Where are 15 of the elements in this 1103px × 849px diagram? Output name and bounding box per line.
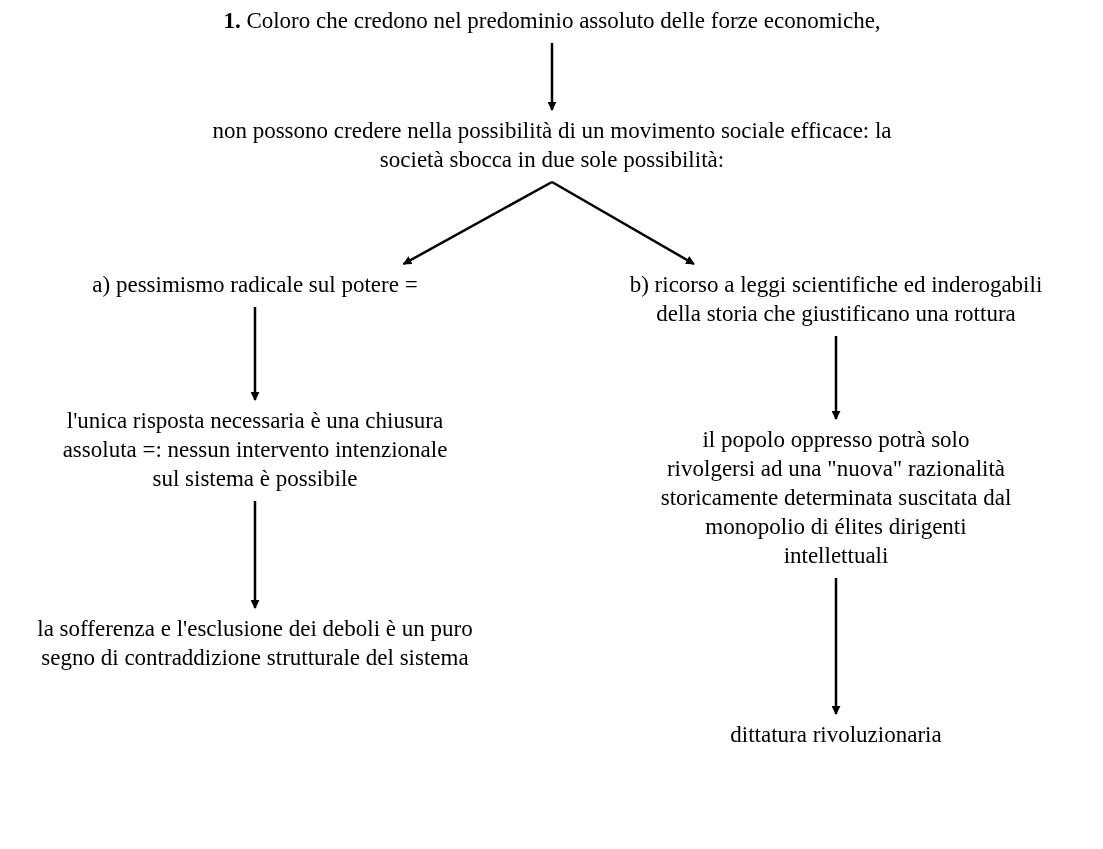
node-text: 1. Coloro che credono nel predominio assoluto delle forze economiche, — [222, 7, 882, 35]
node-text: non possono credere nella possibilità di un movimento sociale efficace: la società sbocca in due sole possibilità: — [212, 117, 892, 174]
node-text: l'unica risposta necessaria è una chiusura assoluta =: nessun intervento intenzionale sul sistema è possibile — [61, 407, 449, 493]
node-text: la sofferenza e l'esclusione dei deboli è un puro segno di contraddizione strutturale del sistema — [36, 615, 474, 672]
node-text: il popolo oppresso potrà solo rivolgersi ad una "nuova" razionalità storicamente determinata suscitata dal monopolio di élites dirigenti intellettuali — [659, 426, 1013, 570]
arrow — [831, 578, 841, 715]
node-text: dittatura rivoluzionaria — [729, 721, 943, 749]
node-text: b) ricorso a leggi scientifiche ed inderogabili della storia che giustificano una rottura — [628, 271, 1044, 328]
node-text: a) pessimismo radicale sul potere = — [91, 271, 419, 299]
arrow — [250, 501, 260, 609]
arrow — [250, 307, 260, 401]
arrow — [402, 180, 553, 266]
arrow — [831, 336, 841, 420]
arrow — [551, 180, 695, 266]
arrow — [547, 43, 557, 111]
